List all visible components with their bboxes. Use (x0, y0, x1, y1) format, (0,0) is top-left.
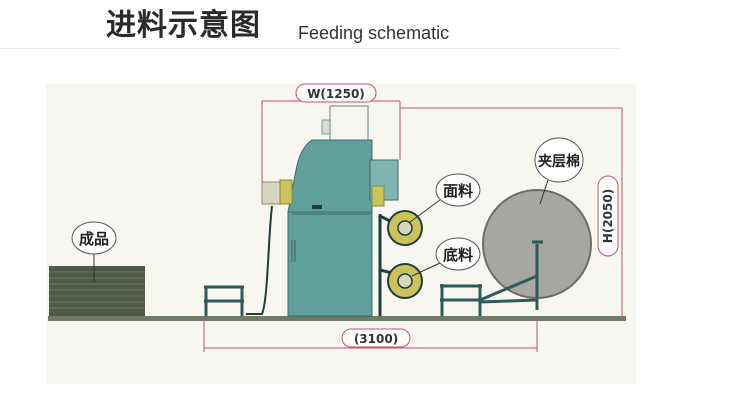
bottom-fabric-leader (411, 262, 441, 277)
quilting-machine (261, 105, 399, 317)
height-dimension-box (597, 175, 619, 257)
width-dimension-label: W(1250) (307, 87, 365, 101)
bottom-fabric-label: 底料 (443, 246, 473, 264)
face-fabric-leader (409, 199, 441, 223)
width-dimension-box (295, 83, 377, 103)
roll-stand (440, 240, 543, 316)
output-stand (204, 285, 244, 316)
length-dimension (203, 318, 538, 352)
floor-line (48, 316, 626, 321)
header: 进料示意图 Feeding schematic (0, 0, 620, 49)
page-subtitle: Feeding schematic (298, 23, 450, 43)
length-dimension-label: (3100) (354, 332, 398, 346)
face-fabric-roller (387, 210, 423, 246)
finished-product-callout (71, 221, 117, 255)
finished-product-stack (49, 266, 145, 316)
bottom-fabric-roller (387, 263, 423, 299)
face-fabric-callout (435, 173, 481, 207)
interlayer-cotton-callout (534, 137, 584, 183)
machine-cable (246, 205, 273, 315)
finished-product-label: 成品 (79, 230, 109, 248)
bottom-fabric-callout (435, 237, 481, 271)
length-dimension-box (341, 328, 411, 348)
face-fabric-label: 面料 (443, 182, 473, 200)
interlayer-cotton-leader (539, 179, 549, 205)
height-dimension-label: H(2050) (601, 189, 615, 243)
interlayer-cotton-label: 夹层棉 (538, 153, 580, 170)
page-title: 进料示意图 (106, 8, 261, 43)
